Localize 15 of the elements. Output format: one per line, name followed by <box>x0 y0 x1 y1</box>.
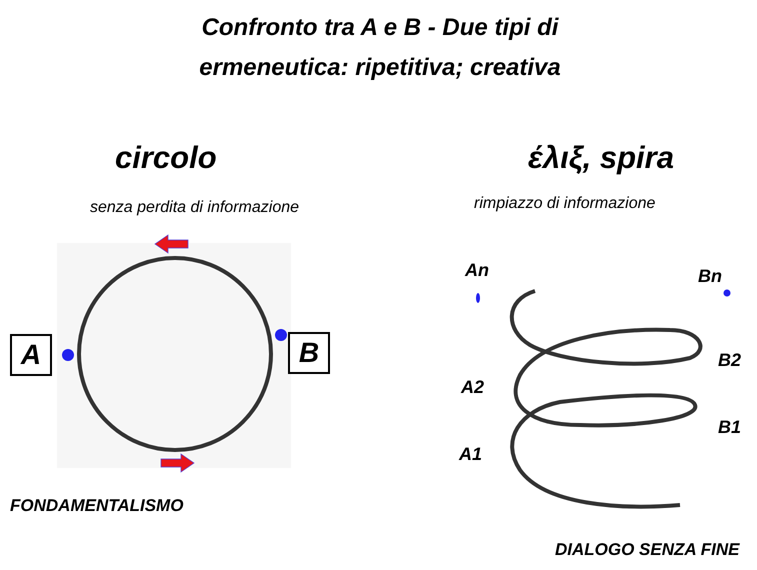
caption-text: DIALOGO SENZA FINE <box>555 540 740 560</box>
section-heading: έλιξ, spira <box>528 140 674 176</box>
letter-box: B <box>288 332 330 374</box>
point-label: An <box>465 260 489 281</box>
section-heading: circolo <box>115 140 217 176</box>
point-label: B1 <box>718 417 742 438</box>
title: Confronto tra A e B - Due tipi di ermeneutica: ripetitiva; creativa <box>198 13 562 83</box>
point-label: B2 <box>718 350 742 371</box>
point-label: Bn <box>698 266 722 287</box>
subtitle: senza perdita di informazione <box>90 199 300 217</box>
caption-text: FONDAMENTALISMO <box>10 496 184 516</box>
point-label: A1 <box>459 444 482 465</box>
subtitle: rimpiazzo di informazione <box>474 195 656 213</box>
point-label: A2 <box>461 377 484 398</box>
letter-box: A <box>10 334 52 376</box>
